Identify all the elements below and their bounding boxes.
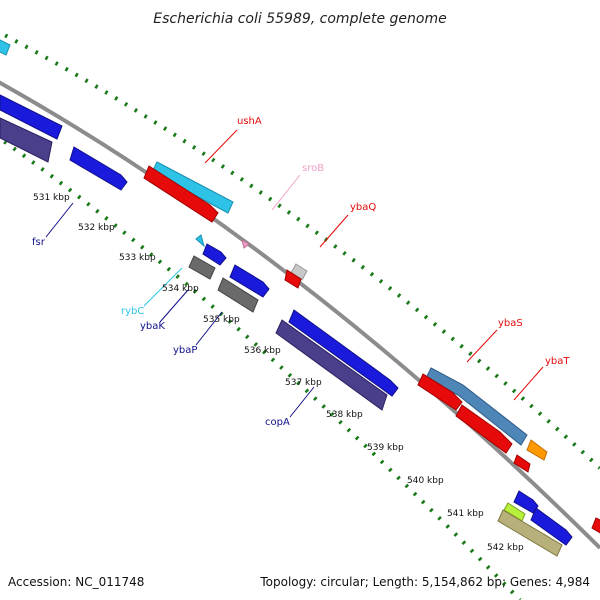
feature-copA-blue[interactable] xyxy=(288,309,399,397)
gene-label-sroB: sroB xyxy=(302,163,324,174)
gene-label-ushA: ushA xyxy=(237,116,262,127)
feature-lower-blue-2[interactable] xyxy=(530,507,573,546)
gene-label-ybaT: ybaT xyxy=(545,356,570,367)
tick-536: 536 kbp xyxy=(244,346,281,356)
inner-dotted-ring xyxy=(0,136,522,600)
feature-ybaT[interactable] xyxy=(526,439,548,461)
gene-label-ybaK: ybaK xyxy=(140,321,165,332)
leader-fsr xyxy=(45,202,74,238)
feature-rybC[interactable] xyxy=(195,234,205,248)
topology-text: Topology: circular; Length: 5,154,862 bp… xyxy=(259,575,590,589)
leader-ybaT xyxy=(513,366,544,401)
leader-sroB xyxy=(271,174,301,211)
tick-535: 535 kbp xyxy=(203,315,240,325)
feature-ybaS-red-2[interactable] xyxy=(455,404,513,454)
gene-label-ybaQ: ybaQ xyxy=(350,202,376,213)
tick-531: 531 kbp xyxy=(33,193,70,203)
feature-ybaQ-gray[interactable] xyxy=(290,263,308,281)
accession-text: Accession: NC_011748 xyxy=(8,575,144,589)
feature-sroB[interactable] xyxy=(241,238,250,249)
feature-left-blue-upper[interactable] xyxy=(0,94,63,140)
feature-ybaQ-red[interactable] xyxy=(284,269,302,289)
feature-lower-khaki[interactable] xyxy=(497,509,563,557)
feature-ybaK-gray[interactable] xyxy=(188,255,216,280)
tick-540: 540 kbp xyxy=(407,476,444,486)
tick-533: 533 kbp xyxy=(119,253,156,263)
gene-label-ybaS: ybaS xyxy=(498,318,523,329)
feature-ybaP-blue[interactable] xyxy=(229,264,270,298)
outer-dotted-ring xyxy=(0,30,600,470)
tick-542: 542 kbp xyxy=(487,543,524,553)
gene-label-copA: copA xyxy=(265,417,290,428)
feature-top-left-cyan[interactable] xyxy=(0,39,11,56)
tick-539: 539 kbp xyxy=(367,443,404,453)
leader-ybaQ xyxy=(319,214,349,248)
tick-534: 534 kbp xyxy=(162,284,199,294)
tick-538: 538 kbp xyxy=(326,410,363,420)
feature-ushA-red[interactable] xyxy=(143,165,219,223)
leader-ybaP xyxy=(195,311,223,346)
map-title: Escherichia coli 55989, complete genome xyxy=(153,11,446,27)
gene-label-ybaP: ybaP xyxy=(173,345,197,356)
feature-ybaP-gray[interactable] xyxy=(217,277,259,313)
feature-ybaT-red[interactable] xyxy=(513,454,531,473)
tick-537: 537 kbp xyxy=(285,378,322,388)
feature-fsr[interactable] xyxy=(0,117,53,163)
tick-532: 532 kbp xyxy=(78,223,115,233)
leader-rybC xyxy=(143,267,183,307)
gene-label-fsr: fsr xyxy=(32,237,46,248)
leader-copA xyxy=(289,386,315,418)
leader-ushA xyxy=(204,129,238,164)
feature-copA[interactable] xyxy=(275,319,388,411)
leader-ybaK xyxy=(159,289,189,323)
leader-ybaS xyxy=(466,329,498,363)
feature-right-red[interactable] xyxy=(591,517,600,534)
gene-label-rybC: rybC xyxy=(121,306,144,317)
feature-ybaK-blue[interactable] xyxy=(202,243,227,266)
feature-ybaS-red-1[interactable] xyxy=(417,373,463,411)
tick-541: 541 kbp xyxy=(447,509,484,519)
feature-left-blue-lower[interactable] xyxy=(69,146,128,191)
